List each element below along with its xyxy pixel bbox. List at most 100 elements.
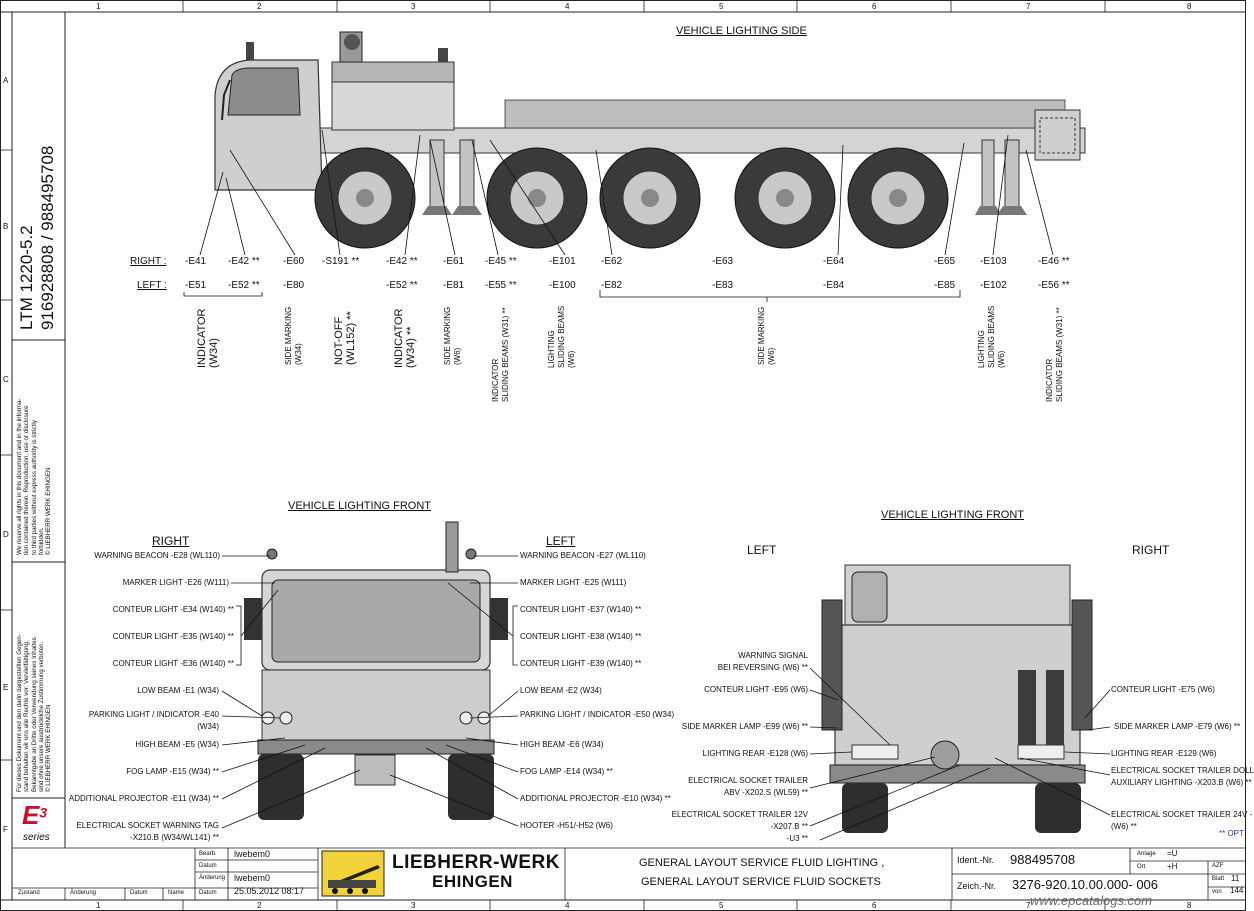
rear-label: -U3 ** bbox=[786, 834, 808, 843]
front-label: HOOTER -H51/-H52 (W6) bbox=[520, 821, 613, 830]
tb-bearb-label: Bearb. bbox=[199, 851, 217, 857]
component-code: -E64 bbox=[823, 256, 845, 267]
desc-indicator-sliding-beams: INDICATOR SLIDING BEAMS (W31) ** bbox=[491, 307, 511, 402]
col-number: 8 bbox=[1187, 901, 1192, 910]
front-label: FOG LAMP -E15 (W34) ** bbox=[126, 767, 219, 776]
desc-indicator-w34-opt: INDICATOR (W34) ** bbox=[393, 309, 417, 369]
tb-footer-label: Zustand bbox=[18, 890, 40, 896]
desc-indicator-w34: INDICATOR (W34) bbox=[196, 309, 220, 369]
desc-line: INDICATOR bbox=[1045, 358, 1054, 402]
component-code: -E51 bbox=[185, 280, 207, 291]
front-label: LOW BEAM -E1 (W34) bbox=[137, 686, 219, 695]
desc-indicator-sliding-beams-rear: INDICATOR SLIDING BEAMS (W31) ** bbox=[1045, 307, 1065, 402]
desc-line: (W6) bbox=[567, 350, 576, 368]
component-code: -E81 bbox=[443, 280, 465, 291]
desc-side-marking-w6-span: SIDE MARKING (W6) bbox=[757, 307, 777, 365]
component-code: -E60 bbox=[283, 256, 305, 267]
component-code: -E56 ** bbox=[1038, 280, 1070, 291]
anlage-label: Anlage bbox=[1137, 851, 1156, 857]
row-letter: C bbox=[3, 375, 9, 384]
doc-numbers-label: 916928808 / 988495708 bbox=[38, 145, 57, 330]
rear-label: ELECTRICAL SOCKET TRAILER 12V bbox=[671, 810, 808, 819]
tb-aenderung-label: Änderung bbox=[199, 875, 226, 881]
rear-label: ELECTRICAL SOCKET TRAILER 24V - bbox=[1111, 810, 1253, 819]
copyright-german: Für dieses Dokument und den darin darges… bbox=[16, 634, 52, 792]
front-label: -X210.B (W34/WL141) ** bbox=[130, 833, 219, 842]
col-number: 3 bbox=[411, 2, 416, 11]
front-label: HIGH BEAM -E5 (W34) bbox=[135, 740, 219, 749]
desc-line: LIGHTING bbox=[977, 330, 986, 368]
copyright-line: sind ohne unsere ausdrückliche Zustimmun… bbox=[37, 641, 45, 792]
row-letter: F bbox=[3, 825, 8, 834]
copyright-english: We reserve all rights in this document a… bbox=[16, 399, 52, 555]
component-code: -E52 ** bbox=[386, 280, 418, 291]
desc-line: SLIDING BEAMS (W31) ** bbox=[501, 307, 510, 402]
row-letter: A bbox=[3, 76, 9, 85]
front-label: CONTEUR LIGHT -E38 (W140) ** bbox=[520, 632, 642, 641]
col-number: 2 bbox=[257, 901, 262, 910]
front-label: PARKING LIGHT / INDICATOR -E50 (W34) bbox=[520, 710, 675, 719]
front-label: CONTEUR LIGHT -E35 (W140) ** bbox=[112, 632, 234, 641]
component-code: -E42 ** bbox=[386, 256, 418, 267]
desc-line: (W6) bbox=[767, 347, 776, 365]
desc-side-marking-w34: SIDE MARKING (W34) bbox=[284, 307, 304, 365]
rear-label: ABV -X202.S (WL59) ** bbox=[723, 788, 808, 797]
copyright-line: to third parties without express authori… bbox=[30, 420, 38, 555]
rear-view-title: VEHICLE LIGHTING FRONT bbox=[881, 509, 1025, 521]
desc-side-marking-w6: SIDE MARKING (W6) bbox=[443, 307, 463, 365]
side-leader-lines bbox=[183, 129, 1054, 302]
front-view-title: VEHICLE LIGHTING FRONT bbox=[288, 500, 432, 512]
watermark: www.epcatalogs.com bbox=[1030, 893, 1153, 908]
col-number: 1 bbox=[96, 2, 101, 11]
front-label: LOW BEAM -E2 (W34) bbox=[520, 686, 602, 695]
zeich-value: 3276-920.10.00.000- 006 bbox=[1012, 877, 1159, 892]
front-label: WARNING BEACON -E28 (WL110) bbox=[94, 551, 220, 560]
copyright-line: We reserve all rights in this document a… bbox=[16, 398, 23, 555]
rear-label: AUXILIARY LIGHTING -X203.B (W6) ** bbox=[1111, 778, 1252, 787]
tb-footer-label: Datum bbox=[130, 890, 148, 896]
col-number: 4 bbox=[565, 901, 570, 910]
tb-bearb-value: lwebem0 bbox=[234, 849, 271, 859]
component-code: -E103 bbox=[980, 256, 1007, 267]
rear-label: (W6) ** bbox=[1111, 822, 1137, 831]
col-number: 5 bbox=[719, 901, 724, 910]
component-code: -E80 bbox=[283, 280, 305, 291]
company-name-line1: LIEBHERR-WERK bbox=[392, 852, 560, 873]
tb-footer-label: Datum bbox=[199, 890, 217, 896]
desc-line: (W34) bbox=[294, 343, 303, 365]
crane-wheels bbox=[314, 147, 949, 249]
desc-line: LIGHTING bbox=[547, 330, 556, 368]
front-label: CONTEUR LIGHT -E39 (W140) ** bbox=[520, 659, 642, 668]
e3-series-text: series bbox=[23, 832, 50, 843]
left-side-label: LEFT : bbox=[137, 280, 167, 291]
col-number: 3 bbox=[411, 901, 416, 910]
desc-line: SLIDING BEAMS bbox=[987, 305, 996, 368]
component-code: -E83 bbox=[712, 280, 734, 291]
crane-side-view bbox=[183, 31, 1086, 302]
copyright-line: forbidden. bbox=[37, 527, 45, 555]
tb-aenderung-value: lwebem0 bbox=[234, 873, 271, 883]
e3-series-logo: E3 bbox=[22, 800, 47, 831]
component-code: -E55 ** bbox=[485, 280, 517, 291]
rear-label: SIDE MARKER LAMP -E79 (W6) ** bbox=[1114, 722, 1241, 731]
rear-label: LIGHTING REAR -E128 (W6) bbox=[702, 749, 808, 758]
rear-leader-lines bbox=[809, 667, 1111, 841]
front-label: CONTEUR LIGHT -E34 (W140) ** bbox=[112, 605, 234, 614]
desc-line: (W6) bbox=[997, 350, 1006, 368]
front-label: FOG LAMP -E14 (W34) ** bbox=[520, 767, 613, 776]
desc-line: SIDE MARKING bbox=[284, 306, 293, 365]
blatt-label: Blatt bbox=[1212, 876, 1225, 882]
rear-label: CONTEUR LIGHT -E95 (W6) bbox=[704, 685, 808, 694]
copyright-line: © LIEBHERR WERK EHINGEN bbox=[45, 704, 53, 792]
desc-lighting-sliding-beams-rear: LIGHTING SLIDING BEAMS (W6) bbox=[977, 306, 1007, 368]
rear-label: WARNING SIGNAL bbox=[738, 651, 808, 660]
component-code: -E101 bbox=[549, 256, 576, 267]
component-code: -E45 ** bbox=[485, 256, 517, 267]
crane-rear-view bbox=[809, 564, 1111, 841]
company-logo-crane bbox=[321, 850, 385, 897]
desc-line: SIDE MARKING bbox=[443, 306, 452, 365]
col-number: 6 bbox=[872, 2, 877, 11]
row-letter: B bbox=[3, 222, 9, 231]
desc-line: (W34) bbox=[208, 338, 220, 368]
